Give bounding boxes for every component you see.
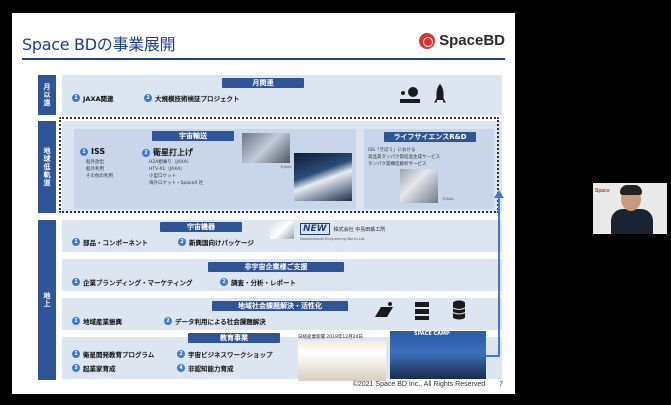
life-science-bullets: ISS「きぼう」における 高品質タンパク質結晶生成サービス タンパク質構造解析サ… xyxy=(368,148,440,167)
equipment-title: 宇宙機器 xyxy=(160,222,242,232)
iss-heading: 1 ISS xyxy=(80,147,105,156)
connector-line xyxy=(486,355,500,357)
non-space-item-2: 2 調査・分析・レポート xyxy=(220,277,296,287)
regional-item-1: 1 地域産業振興 xyxy=(72,316,122,326)
copyright: ©2021 Space BD Inc., All Rights Reserved xyxy=(352,381,486,388)
row-label-ground: 地上 xyxy=(38,220,56,380)
newspaper-photo xyxy=(298,341,386,381)
education-item-2: 2 宇宙ビジネスワークショップ xyxy=(177,349,273,359)
number-badge: 2 xyxy=(220,278,228,286)
regional-item-2: 2 データ利用による社会課題解決 xyxy=(164,316,266,326)
row-label-leo: 地球低軌道 xyxy=(38,121,56,213)
row-label-moon: 月以遠 xyxy=(38,75,56,115)
number-badge: 3 xyxy=(72,364,80,372)
presenter-hair xyxy=(620,185,642,195)
education-item-3: 3 起業家育成 xyxy=(72,363,116,373)
launch-heading: 2 衛星打上げ xyxy=(142,147,193,158)
number-badge: 1 xyxy=(72,238,80,246)
number-badge: 1 xyxy=(72,278,80,286)
equipment-item-2: 2 新興国向けパッケージ xyxy=(178,237,254,247)
leo-highlight-frame xyxy=(59,117,499,213)
photo-credit: ©JAXA xyxy=(442,197,454,201)
regional-title: 地域社会課題解決・活性化 xyxy=(212,301,348,311)
number-badge: 1 xyxy=(72,350,80,358)
number-badge: 4 xyxy=(177,364,185,372)
partner-name: 株式会社 中島田鉄工所 xyxy=(333,226,386,233)
moon-item-2: 2 大規模技術検証プロジェクト xyxy=(144,93,240,103)
equipment-item-1: 1 部品・コンポーネント xyxy=(72,237,148,247)
spacebd-logo-icon xyxy=(419,32,436,49)
number-badge: 2 xyxy=(142,148,150,157)
database-icon xyxy=(452,300,466,320)
launch-bullets: H2A相乗り（JAXA） HTV-X1（JAXA） 小型ロケット 海外ロケット・… xyxy=(149,160,204,186)
space-transport-title: 宇宙輸送 xyxy=(152,131,234,141)
non-space-item-1: 1 企業ブランディング・マーケティング xyxy=(72,277,193,287)
moon-section-title: 月関連 xyxy=(222,78,304,88)
page-number: 7 xyxy=(499,381,503,388)
moon-item-1: 1 JAXA関連 xyxy=(72,93,114,103)
non-space-title: 非宇宙企業様ご支援 xyxy=(208,262,344,272)
number-badge: 2 xyxy=(178,238,186,246)
satellite-photo xyxy=(242,133,290,163)
rocket-launch-photo xyxy=(294,153,352,201)
presenter-webcam[interactable]: Space xyxy=(593,183,667,234)
newspaper-caption: 日経産業新聞 2019年12月24日 xyxy=(298,335,363,340)
students-photo xyxy=(390,331,486,379)
server-icon xyxy=(415,302,429,320)
life-science-title: ライフサイエンスR&D xyxy=(384,132,476,142)
number-badge: 1 xyxy=(72,94,80,102)
education-item-1: 1 衛星開発教育プログラム xyxy=(72,349,154,359)
connector-line xyxy=(498,197,500,357)
brand-name: SpaceBD xyxy=(439,32,505,49)
education-item-4: 4 非認知能力育成 xyxy=(177,363,234,373)
number-badge: 1 xyxy=(72,317,80,325)
number-badge: 2 xyxy=(177,350,185,358)
iss-bullets: 船外放出 船外利用 その他の利用 xyxy=(86,160,113,179)
slide-title: Space BDの事業展開 xyxy=(22,35,176,54)
partner-sub: Nakashimada Engineering Works,Ltd. xyxy=(300,237,366,241)
astronaut-icon xyxy=(400,87,420,103)
solar-panel-icon xyxy=(375,302,393,317)
slide-footer: ©2021 Space BD Inc., All Rights Reserved… xyxy=(353,381,503,388)
presenter-body xyxy=(611,209,653,234)
partner-logo: NEW 株式会社 中島田鉄工所 xyxy=(300,223,385,235)
brand-logo: SpaceBD xyxy=(419,32,505,49)
number-badge: 1 xyxy=(80,147,88,156)
title-divider xyxy=(22,58,505,60)
photo-label: SPACE CAMP xyxy=(414,331,450,337)
component-photo xyxy=(270,221,294,239)
education-title: 教育事業 xyxy=(188,333,280,343)
photo-credit: ©JAXA xyxy=(280,165,292,169)
photo-credit: ©JAXA xyxy=(338,195,350,199)
partner-logo-mark: NEW xyxy=(300,223,330,235)
webcam-logo: Space xyxy=(595,188,610,194)
arrow-up-icon xyxy=(494,190,504,198)
lab-photo xyxy=(400,169,438,203)
presentation-slide: Space BDの事業展開 SpaceBD 月以遠 月関連 1 JAXA関連 2… xyxy=(12,13,515,394)
rocket-icon xyxy=(434,84,446,103)
number-badge: 2 xyxy=(164,317,172,325)
number-badge: 2 xyxy=(144,94,152,102)
